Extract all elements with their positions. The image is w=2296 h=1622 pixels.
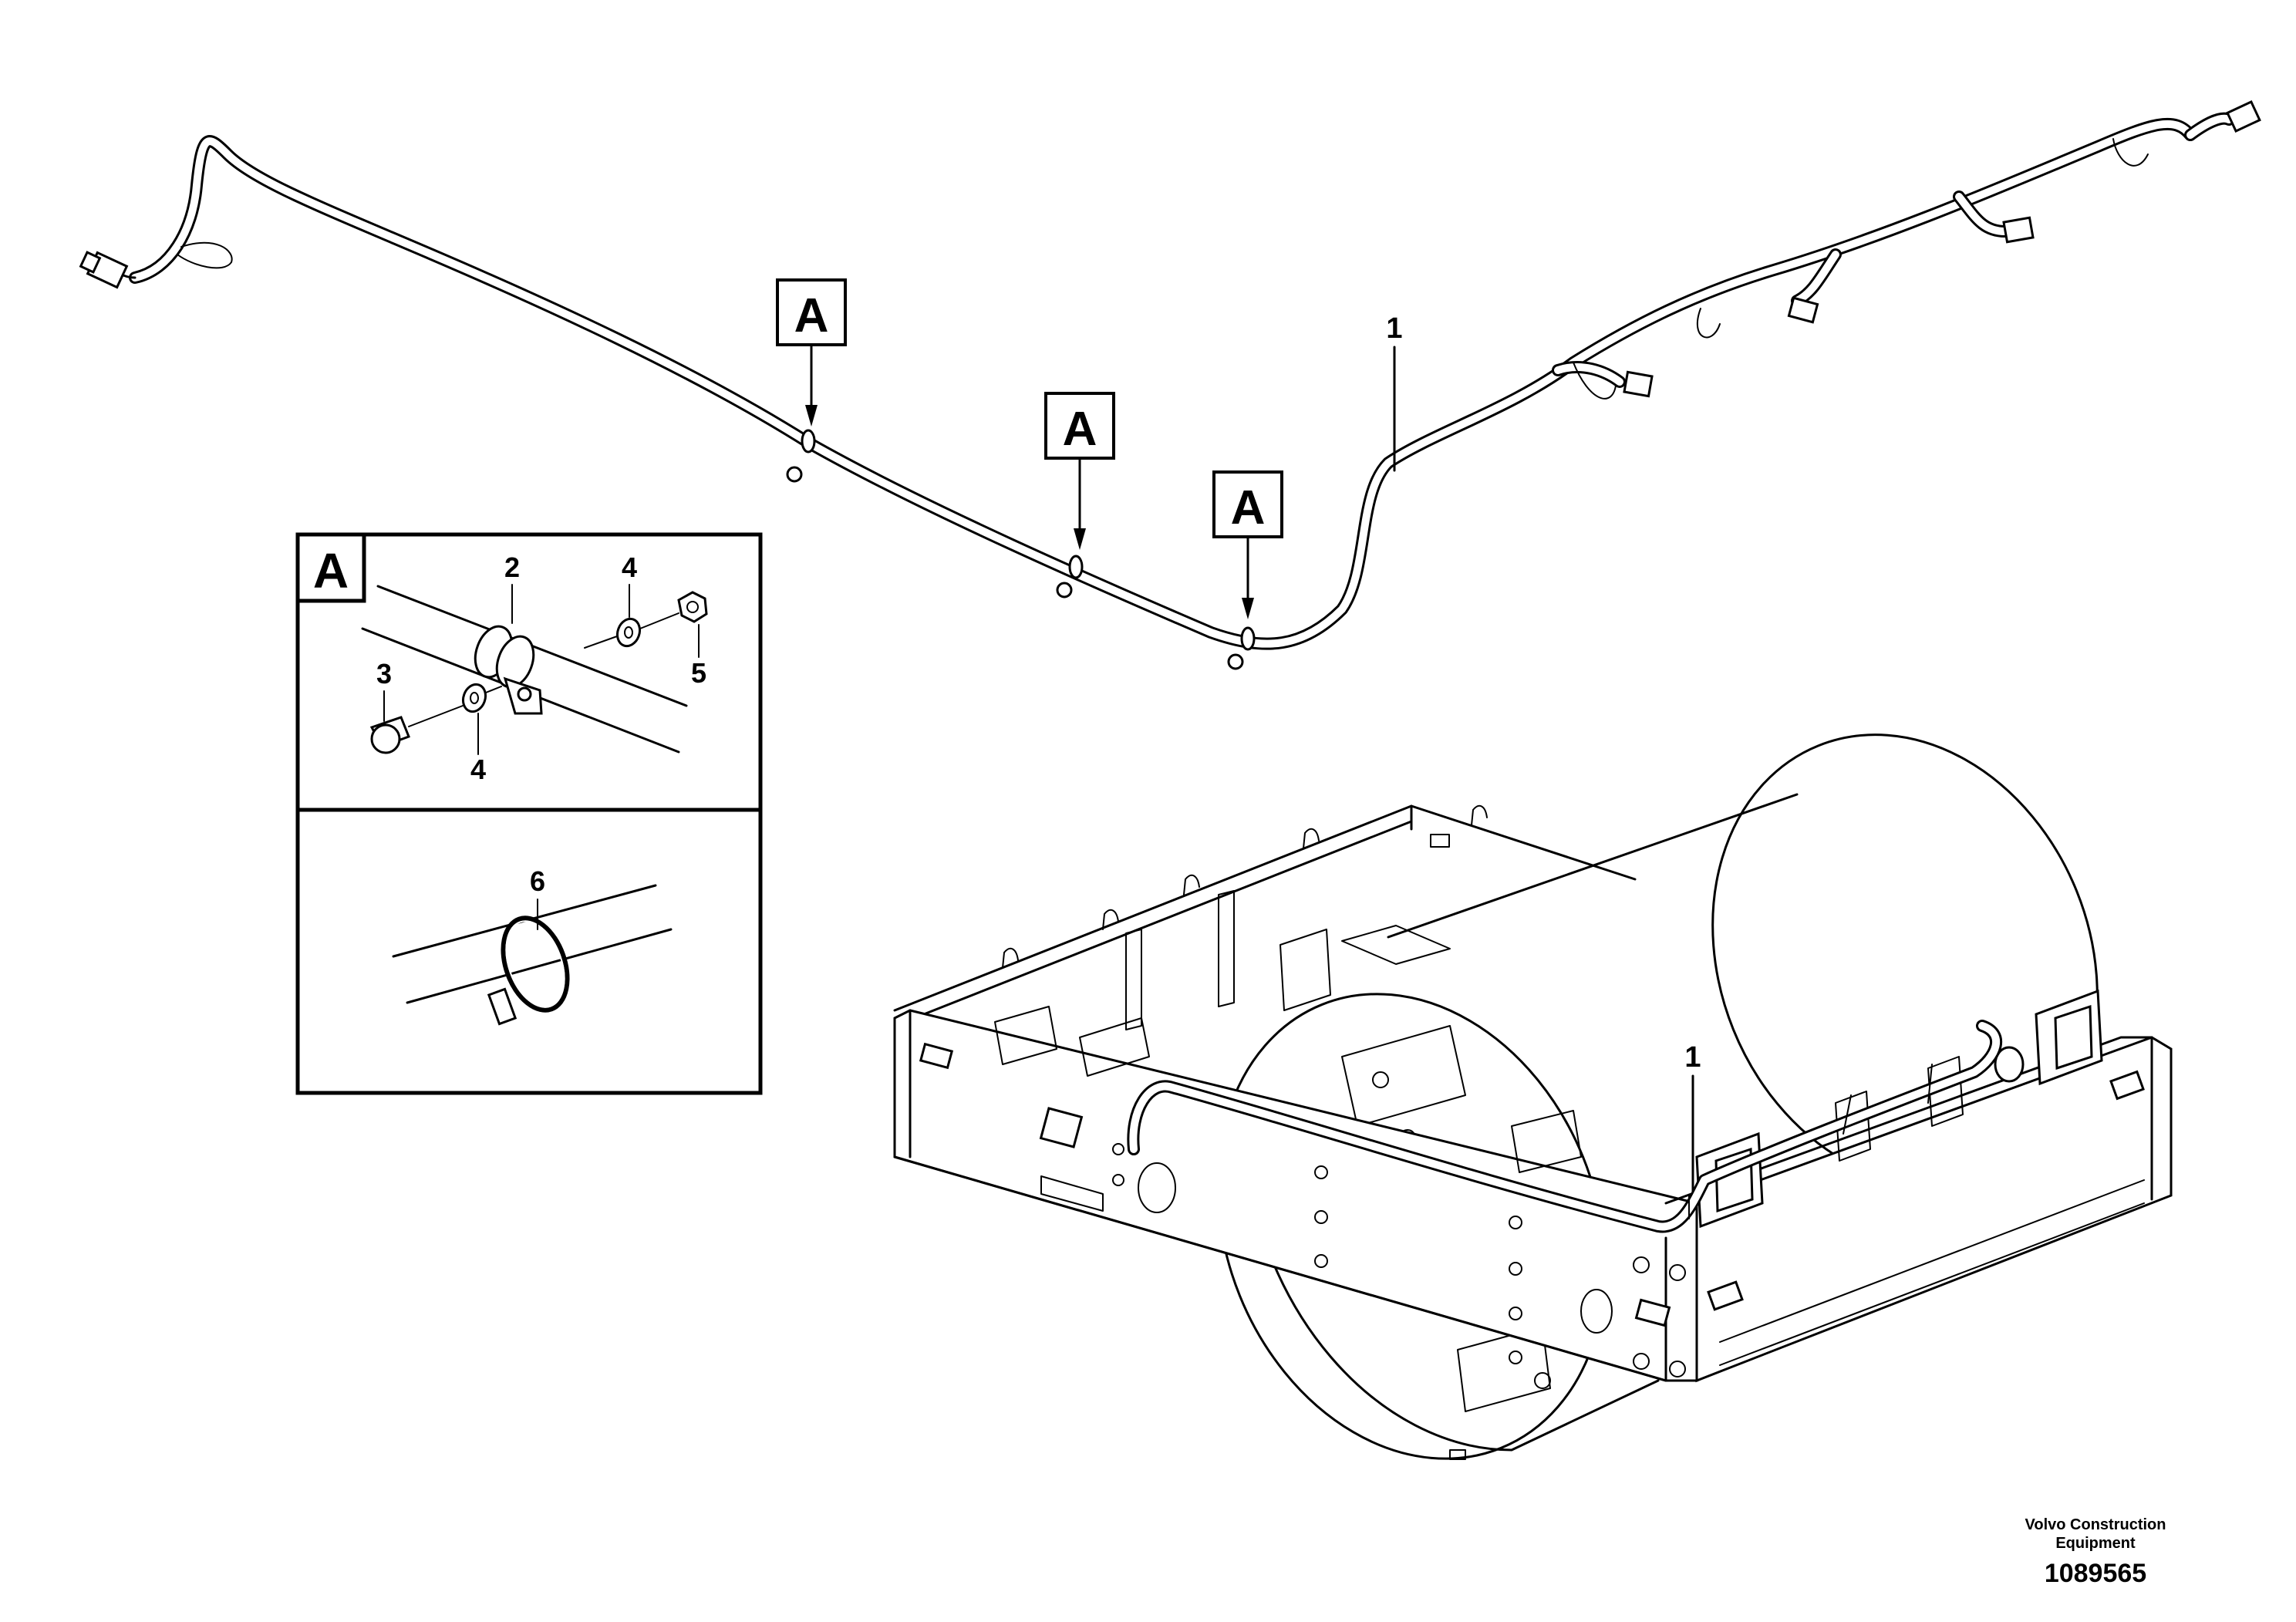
reference-marker-a-2: A: [1044, 392, 1115, 550]
detail-cable-tie: 6: [392, 865, 673, 1026]
reference-letter: A: [1231, 481, 1266, 534]
reference-letter: A: [794, 289, 829, 342]
callout-harness-top: 1: [1386, 312, 1403, 472]
drawing-number: 1089565: [2044, 1559, 2147, 1588]
roller-drum-frame: [893, 733, 2173, 1460]
detail-label: A: [313, 543, 349, 599]
svg-text:1: 1: [1386, 312, 1402, 345]
reference-marker-a-1: A: [776, 278, 847, 427]
detail-callouts: 2 3 4 4 5: [376, 551, 706, 785]
callout-screw: 3: [376, 658, 392, 690]
drawing-footer: Volvo Construction Equipment 1089565: [1957, 1516, 2234, 1589]
callout-clamp: 2: [504, 551, 520, 583]
reference-marker-a-3: A: [1212, 470, 1283, 619]
reference-letter: A: [1063, 403, 1097, 456]
callout-washer-upper: 4: [622, 551, 637, 583]
callout-cable-tie: 6: [530, 865, 545, 897]
detail-clamp-assembly: [361, 585, 708, 754]
svg-text:1: 1: [1684, 1041, 1701, 1074]
callout-harness-frame: 1: [1684, 1041, 1701, 1193]
callout-nut: 5: [691, 657, 706, 689]
manufacturer-line-2: Equipment: [2055, 1535, 2136, 1552]
manufacturer-line-1: Volvo Construction: [2025, 1516, 2166, 1533]
harness-clamps: [786, 429, 1256, 670]
callout-washer-lower: 4: [470, 754, 486, 785]
